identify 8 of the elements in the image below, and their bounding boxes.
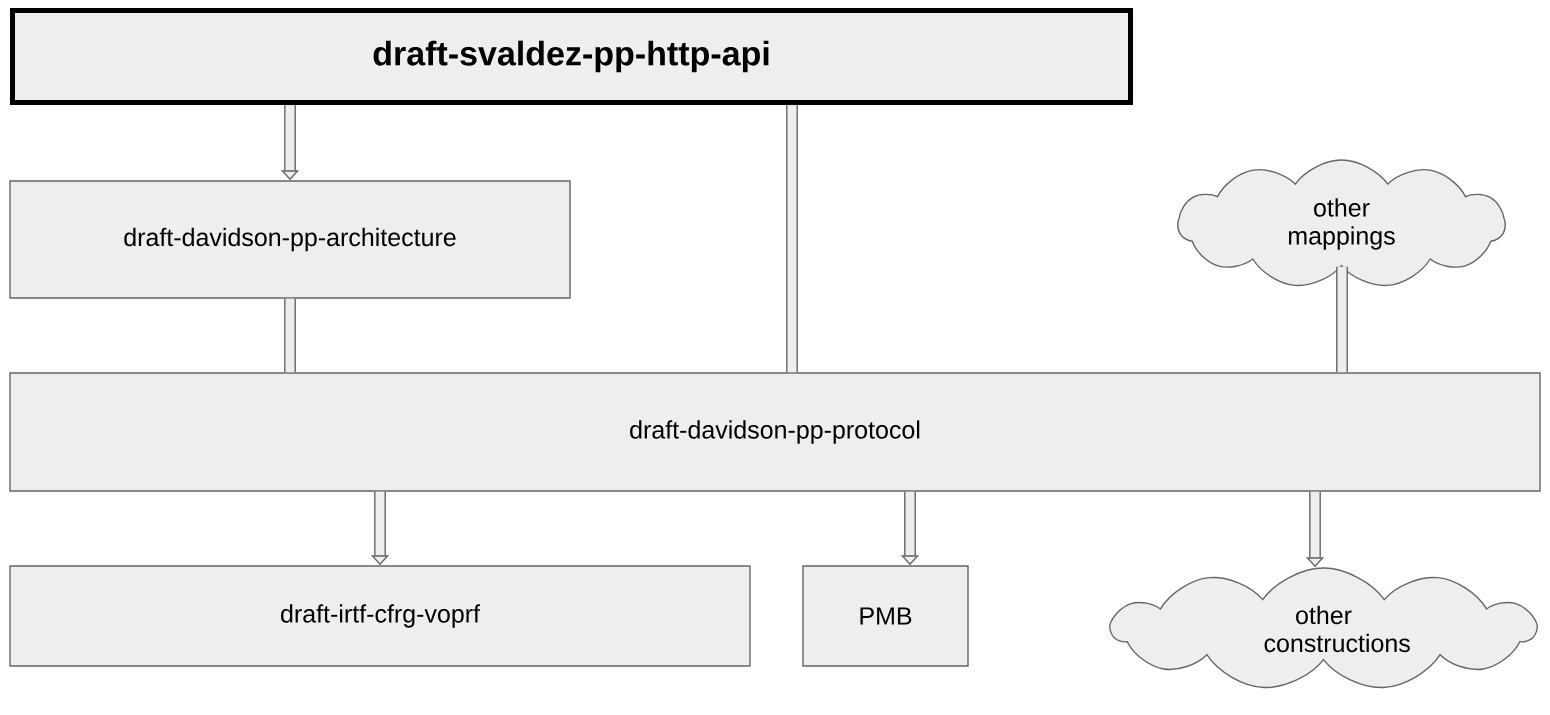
connector-bar [1336,266,1348,373]
connector-bar [786,105,798,373]
document-box: draft-irtf-cfrg-voprf [9,565,751,667]
document-box: PMB [802,565,969,667]
document-box: draft-davidson-pp-architecture [9,180,571,299]
document-box: draft-davidson-pp-protocol [9,372,1541,492]
connector-bar [284,298,296,373]
title-box: draft-svaldez-pp-http-api [10,8,1133,105]
